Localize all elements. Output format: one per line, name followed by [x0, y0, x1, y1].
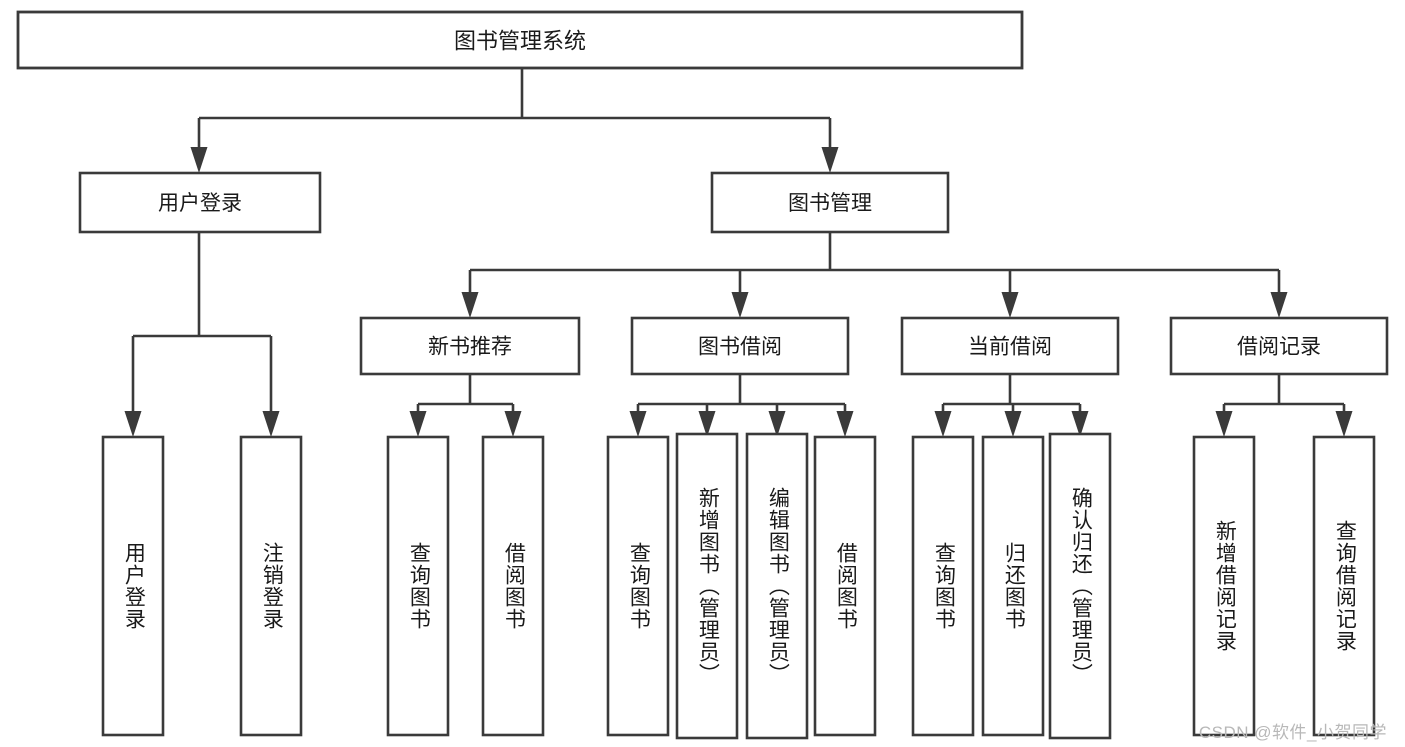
node-box-leaf-add-borrow-record[interactable]	[1192, 435, 1256, 737]
connector-arrowhead	[821, 147, 839, 173]
node-box-leaf-query-book-2[interactable]	[606, 435, 670, 737]
node-label-root: 图书管理系统	[454, 29, 586, 54]
node-box-leaf-return-book[interactable]	[981, 435, 1045, 737]
connector-arrowhead	[934, 411, 952, 437]
connector-arrowhead	[1071, 411, 1089, 437]
connector-arrowhead	[1215, 411, 1233, 437]
node-box-user-login[interactable]	[78, 171, 322, 234]
node-box-leaf-user-login[interactable]	[101, 435, 165, 737]
node-box-leaf-borrow-book-2[interactable]	[813, 435, 877, 737]
node-box-leaf-borrow-book-1[interactable]	[481, 435, 545, 737]
connector-arrowhead	[698, 411, 716, 437]
node-label-new-book-recommend: 新书推荐	[428, 336, 512, 359]
node-box-leaf-query-borrow-record[interactable]	[1312, 435, 1376, 737]
connector-arrowhead	[836, 411, 854, 437]
node-label-current-borrow: 当前借阅	[968, 336, 1052, 359]
node-box-leaf-logout[interactable]	[239, 435, 303, 737]
connector-arrowhead	[1270, 292, 1288, 318]
connector-root-to-level2	[190, 68, 839, 173]
node-box-new-book-recommend[interactable]	[359, 316, 581, 376]
connector-layer	[124, 68, 1353, 437]
node-box-leaf-add-book-admin[interactable]	[675, 432, 739, 740]
connector-arrowhead	[731, 292, 749, 318]
connector-user-login-to-leaves	[124, 232, 280, 437]
connector-current-borrow-to-leaves	[934, 374, 1089, 437]
connector-arrowhead	[124, 411, 142, 437]
node-box-leaf-confirm-return-admin[interactable]	[1048, 432, 1112, 740]
connector-arrowhead	[1335, 411, 1353, 437]
node-label-book-borrow: 图书借阅	[698, 336, 782, 359]
node-box-book-management[interactable]	[710, 171, 950, 234]
connector-borrow-record-to-leaves	[1215, 374, 1353, 437]
node-box-layer	[16, 10, 1389, 740]
watermark-text: CSDN @软件_小贺同学	[1198, 723, 1387, 742]
connector-arrowhead	[768, 411, 786, 437]
node-box-current-borrow[interactable]	[900, 316, 1120, 376]
connector-arrowhead	[461, 292, 479, 318]
node-label-user-login: 用户登录	[158, 192, 242, 215]
connector-arrowhead	[409, 411, 427, 437]
connector-book-management-to-level3	[461, 232, 1288, 318]
connector-arrowhead	[629, 411, 647, 437]
node-box-leaf-query-book-3[interactable]	[911, 435, 975, 737]
node-label-book-management: 图书管理	[788, 192, 872, 215]
connector-arrowhead	[1001, 292, 1019, 318]
node-label-borrow-record: 借阅记录	[1237, 336, 1321, 359]
connector-book-borrow-to-leaves	[629, 374, 854, 437]
connector-new-book-to-leaves	[409, 374, 522, 437]
connector-arrowhead	[1004, 411, 1022, 437]
node-box-leaf-edit-book-admin[interactable]	[745, 432, 809, 740]
node-box-book-borrow[interactable]	[630, 316, 850, 376]
connector-arrowhead	[190, 147, 208, 173]
connector-arrowhead	[262, 411, 280, 437]
connector-arrowhead	[504, 411, 522, 437]
node-box-leaf-query-book-1[interactable]	[386, 435, 450, 737]
node-box-root[interactable]	[16, 10, 1024, 70]
node-box-borrow-record[interactable]	[1169, 316, 1389, 376]
